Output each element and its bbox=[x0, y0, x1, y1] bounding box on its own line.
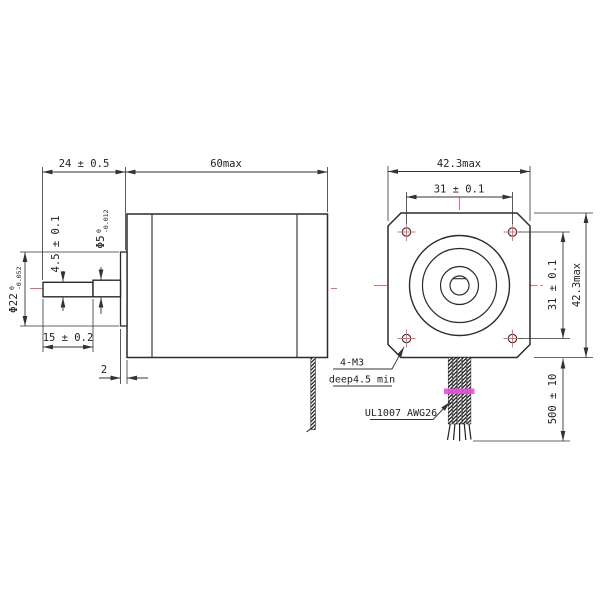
svg-text:Φ5: Φ5 bbox=[94, 235, 107, 248]
side-extension-lines bbox=[20, 167, 328, 384]
shaft-circle bbox=[449, 275, 470, 296]
pilot-boss bbox=[119, 251, 128, 327]
dim-text-flat-height: 4.5 ± 0.1 bbox=[50, 216, 62, 273]
front-extension-lines bbox=[387, 166, 593, 442]
dim-text-boss-diameter: Φ22 0 -0.052 bbox=[7, 266, 23, 313]
svg-text:Φ22: Φ22 bbox=[7, 293, 20, 313]
hole-crosshairs bbox=[397, 223, 522, 348]
svg-text:0: 0 bbox=[8, 286, 16, 290]
dim-text-hole-spacing-h: 31 ± 0.1 bbox=[434, 184, 485, 196]
dim-text-shaft-length: 24 ± 0.5 bbox=[59, 158, 110, 170]
stripped-wire-ends bbox=[446, 423, 472, 441]
dim-text-body-length: 60max bbox=[210, 158, 242, 170]
side-view: 24 ± 0.5 60max 4.5 ± 0.1 Φ5 0 -0.012 Φ22… bbox=[7, 158, 337, 433]
front-face-circle bbox=[408, 234, 511, 337]
mounting-holes bbox=[397, 223, 522, 348]
front-dimension-lines bbox=[388, 169, 589, 441]
motor-body-outline bbox=[126, 213, 329, 359]
dim-text-hole-spacing-v: 31 ± 0.1 bbox=[547, 260, 559, 311]
dim-text-height-max: 42.3max bbox=[571, 263, 583, 307]
lead-wire-side bbox=[310, 357, 316, 430]
dim-text-width-max: 42.3max bbox=[437, 158, 481, 170]
shaft-flat-section bbox=[42, 281, 94, 298]
dim-text-boss-depth: 2 bbox=[101, 364, 107, 376]
side-dimension-lines bbox=[22, 169, 328, 381]
label-mounting-hole-note-line2: deep4.5 min bbox=[329, 375, 395, 386]
dim-text-flat-length: 15 ± 0.2 bbox=[43, 332, 94, 344]
front-view: 42.3max 31 ± 0.1 31 ± 0.1 42.3max 500 ± … bbox=[329, 158, 593, 442]
label-mounting-hole-note-line1: 4-M3 bbox=[340, 358, 364, 369]
lead-wire-side-tip bbox=[306, 428, 312, 433]
dim-text-lead-length: 500 ± 10 bbox=[547, 374, 559, 425]
svg-text:-0.012: -0.012 bbox=[102, 209, 110, 233]
shaft-round-section bbox=[92, 279, 122, 298]
svg-text:-0.052: -0.052 bbox=[15, 266, 23, 290]
bearing-boss-circle bbox=[439, 265, 480, 306]
pilot-boss-circle bbox=[421, 247, 498, 324]
lead-wire-bundle bbox=[444, 357, 475, 441]
leader-mounting-hole-note bbox=[333, 346, 405, 370]
label-lead-wire-note: UL1007 AWG26 bbox=[365, 408, 437, 419]
svg-text:0: 0 bbox=[95, 229, 103, 233]
leader-lead-wire-note bbox=[370, 401, 451, 420]
cable-tie-band bbox=[444, 388, 475, 394]
dim-text-shaft-diameter: Φ5 0 -0.012 bbox=[94, 209, 110, 248]
